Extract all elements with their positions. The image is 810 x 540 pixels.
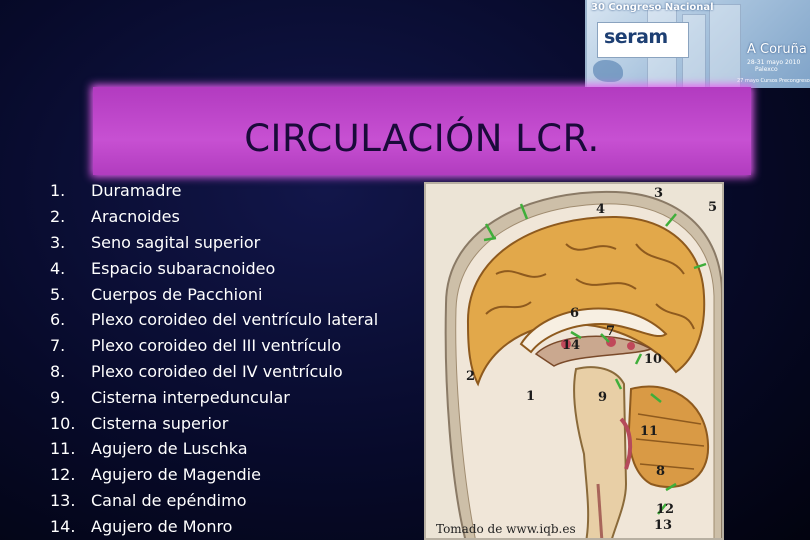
item-number: 10.: [50, 413, 76, 433]
figure-label-1: 1: [526, 389, 536, 404]
item-number: 6.: [50, 310, 66, 330]
item-label: Canal de epéndimo: [91, 490, 247, 510]
figure-label-3: 3: [654, 186, 664, 201]
figure-label-12: 12: [656, 502, 675, 517]
figure-credit: Tomado de www.iqb.es: [436, 522, 576, 536]
list-item: 14. Agujero de Monro: [50, 513, 378, 539]
list-item: 3. Seno sagital superior: [50, 230, 378, 256]
region-map-icon: [593, 60, 623, 82]
list-item: 10. Cisterna superior: [50, 410, 378, 436]
list-item: 11. Agujero de Luschka: [50, 436, 378, 462]
list-item: 2. Aracnoides: [50, 204, 378, 230]
item-label: Agujero de Magendie: [91, 465, 261, 485]
list-item: 5. Cuerpos de Pacchioni: [50, 281, 378, 307]
item-number: 11.: [50, 439, 76, 459]
legend-list: 1. Duramadre 2. Aracnoides 3. Seno sagital …: [50, 178, 378, 539]
brain-sagittal-illustration: [444, 190, 722, 538]
seram-logo-text: seram: [604, 26, 668, 48]
congress-courses: 27 mayo Cursos Precongreso: [737, 78, 810, 84]
figure-label-9: 9: [598, 390, 608, 405]
item-number: 1.: [50, 181, 66, 201]
list-item: 1. Duramadre: [50, 178, 378, 204]
figure-label-6: 6: [570, 306, 580, 321]
congress-banner: 30 Congreso Nacional seram A Coruña 28-3…: [585, 0, 810, 88]
figure-label-7: 7: [606, 324, 616, 339]
item-label: Agujero de Luschka: [91, 439, 248, 459]
item-label: Cisterna interpeduncular: [91, 387, 290, 407]
seram-logo: seram: [597, 22, 689, 58]
list-item: 9. Cisterna interpeduncular: [50, 384, 378, 410]
item-number: 8.: [50, 361, 66, 381]
brain-figure: 1 2 3 4 5 6 7 8 9 10 11 12 13 14 Tomado …: [424, 182, 724, 540]
figure-label-14: 14: [562, 338, 581, 353]
item-number: 4.: [50, 258, 66, 278]
slide-title: CIRCULACIÓN LCR.: [244, 117, 600, 160]
item-number: 9.: [50, 387, 66, 407]
item-number: 2.: [50, 207, 66, 227]
item-label: Aracnoides: [91, 207, 180, 227]
congress-venue: Palexco: [755, 66, 778, 73]
item-label: Agujero de Monro: [91, 516, 233, 536]
congress-title: 30 Congreso Nacional: [591, 2, 714, 13]
item-number: 5.: [50, 284, 66, 304]
item-number: 14.: [50, 516, 76, 536]
item-label: Cisterna superior: [91, 413, 229, 433]
item-number: 12.: [50, 465, 76, 485]
item-label: Cuerpos de Pacchioni: [91, 284, 263, 304]
item-number: 7.: [50, 336, 66, 356]
item-label: Espacio subaracnoideo: [91, 258, 276, 278]
list-item: 13. Canal de epéndimo: [50, 488, 378, 514]
item-label: Plexo coroideo del IV ventrículo: [91, 361, 343, 381]
item-label: Plexo coroideo del III ventrículo: [91, 336, 342, 356]
figure-label-13: 13: [654, 518, 673, 533]
list-item: 7. Plexo coroideo del III ventrículo: [50, 333, 378, 359]
figure-label-10: 10: [644, 352, 663, 367]
item-number: 13.: [50, 490, 76, 510]
list-item: 12. Agujero de Magendie: [50, 462, 378, 488]
list-item: 4. Espacio subaracnoideo: [50, 255, 378, 281]
item-label: Plexo coroideo del ventrículo lateral: [91, 310, 379, 330]
congress-city: A Coruña: [747, 42, 807, 57]
item-label: Duramadre: [91, 181, 182, 201]
item-number: 3.: [50, 232, 66, 252]
list-item: 6. Plexo coroideo del ventrículo lateral: [50, 307, 378, 333]
congress-dates: 28-31 mayo 2010: [747, 59, 801, 66]
building-shape: [709, 4, 741, 88]
figure-label-2: 2: [466, 369, 476, 384]
figure-label-8: 8: [656, 464, 666, 479]
figure-label-5: 5: [708, 200, 718, 215]
title-box: CIRCULACIÓN LCR.: [93, 87, 751, 175]
figure-label-11: 11: [640, 424, 659, 439]
list-item: 8. Plexo coroideo del IV ventrículo: [50, 359, 378, 385]
figure-label-4: 4: [596, 202, 606, 217]
item-label: Seno sagital superior: [91, 232, 261, 252]
